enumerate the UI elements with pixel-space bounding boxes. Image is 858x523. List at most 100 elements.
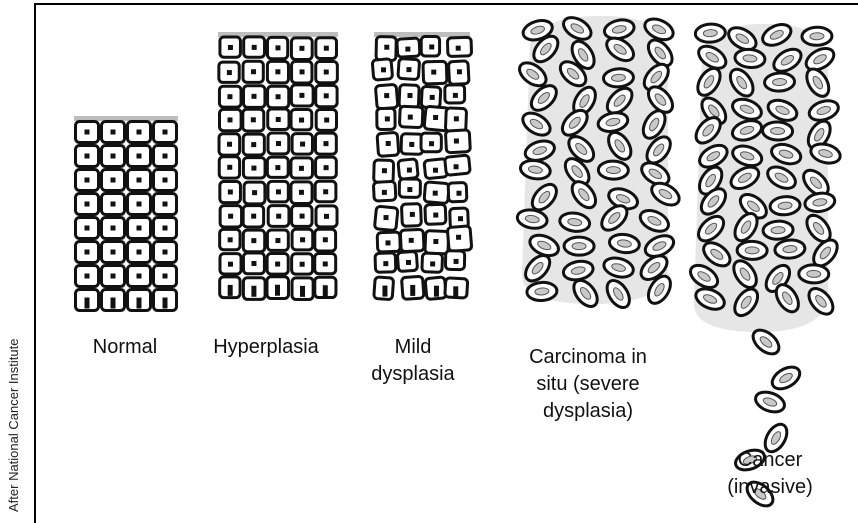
mild-dysplasia-nucleus — [409, 142, 414, 147]
mild-dysplasia-nucleus — [454, 139, 459, 144]
hyperplasia-nucleus — [275, 262, 280, 267]
hyperplasia-nucleus — [227, 70, 232, 75]
hyperplasia-nucleus — [300, 214, 305, 219]
hyperplasia-nucleus — [228, 214, 233, 219]
mild-dysplasia-nucleus — [406, 260, 411, 265]
mild-dysplasia-nucleus — [382, 286, 387, 297]
normal-nucleus — [85, 298, 90, 309]
hyperplasia-nucleus — [324, 69, 329, 74]
hyperplasia-nucleus — [323, 141, 328, 146]
hyperplasia-nucleus — [324, 118, 329, 123]
hyperplasia-nucleus — [228, 189, 233, 194]
stage-label-hyperplasia: Hyperplasia — [196, 334, 336, 361]
mild-dysplasia-nucleus — [433, 115, 438, 120]
hyperplasia-nucleus — [300, 69, 305, 74]
mild-dysplasia-nucleus — [433, 191, 438, 196]
hyperplasia-nucleus — [251, 94, 256, 99]
mild-dysplasia-nucleus — [383, 261, 388, 266]
cancer-nucleus — [810, 33, 824, 40]
cancer-nucleus — [703, 29, 717, 37]
hyperplasia-nucleus — [275, 45, 280, 50]
mild-dysplasia-nucleus — [434, 286, 439, 297]
mild-dysplasia-nucleus — [453, 286, 458, 297]
hyperplasia-nucleus — [324, 165, 329, 170]
normal-nucleus — [111, 226, 116, 231]
hyperplasia-nucleus — [251, 261, 256, 266]
cancer-nucleus — [771, 226, 785, 234]
mild-dysplasia-nucleus — [433, 213, 438, 218]
hyperplasia-nucleus — [228, 237, 233, 242]
hyperplasia-nucleus — [251, 117, 256, 122]
hyperplasia-nucleus — [299, 93, 304, 98]
mild-dysplasia-nucleus — [384, 93, 389, 98]
normal-nucleus — [111, 298, 116, 309]
mild-dysplasia-nucleus — [453, 93, 458, 98]
hyperplasia-nucleus — [299, 166, 304, 171]
normal-nucleus — [111, 202, 116, 207]
mild-dysplasia-nucleus — [408, 115, 413, 120]
hyperplasia-nucleus — [276, 189, 281, 194]
normal-nucleus — [137, 250, 142, 255]
normal-nucleus — [137, 226, 142, 231]
mild-dysplasia-nucleus — [405, 47, 410, 52]
normal-nucleus — [85, 274, 90, 279]
hyperplasia-nucleus — [276, 117, 281, 122]
normal-nucleus — [137, 130, 142, 135]
mild-dysplasia-nucleus — [384, 215, 389, 220]
mild-dysplasia-nucleus — [456, 191, 461, 196]
hyperplasia-nucleus — [276, 94, 281, 99]
mild-dysplasia-nucleus — [429, 141, 434, 146]
hyperplasia-nucleus — [276, 141, 281, 146]
normal-nucleus — [163, 154, 168, 159]
carcinoma-nucleus — [535, 288, 549, 296]
mild-dysplasia-nucleus — [410, 212, 415, 217]
hyperplasia-nucleus — [251, 238, 256, 243]
hyperplasia-nucleus — [252, 45, 257, 50]
hyperplasia-nucleus — [251, 69, 256, 74]
mild-dysplasia-nucleus — [407, 168, 412, 173]
invasive-cancer-tissue-column — [687, 20, 843, 510]
normal-nucleus — [137, 178, 142, 183]
normal-nucleus — [163, 130, 168, 135]
mild-dysplasia-nucleus — [429, 44, 434, 49]
normal-tissue-column — [74, 116, 178, 311]
normal-nucleus — [111, 154, 116, 159]
mild-dysplasia-nucleus — [381, 67, 386, 72]
stage-label-normal: Normal — [70, 334, 180, 361]
mild-dysplasia-nucleus — [385, 240, 390, 245]
hyperplasia-nucleus — [228, 285, 233, 296]
mild-dysplasia-nucleus — [433, 239, 438, 244]
mild-dysplasia-tissue-column — [372, 32, 472, 300]
hyperplasia-nucleus — [324, 214, 329, 219]
mild-dysplasia-nucleus — [384, 45, 389, 50]
mild-dysplasia-nucleus — [433, 168, 438, 173]
normal-nucleus — [85, 130, 90, 135]
cancer-nucleus — [772, 78, 786, 86]
mild-dysplasia-nucleus — [457, 69, 462, 74]
normal-nucleus — [85, 154, 90, 159]
mild-dysplasia-nucleus — [454, 116, 459, 121]
normal-nucleus — [163, 178, 168, 183]
hyperplasia-nucleus — [227, 142, 232, 147]
hyperplasia-tissue-column — [218, 32, 338, 299]
normal-nucleus — [85, 250, 90, 255]
carcinoma-nucleus — [606, 166, 620, 173]
stage-label-cancer-invasive: Cancer (invasive) — [700, 447, 840, 501]
hyperplasia-nucleus — [299, 190, 304, 195]
normal-nucleus — [163, 298, 168, 309]
hyperplasia-nucleus — [323, 237, 328, 242]
normal-nucleus — [111, 178, 116, 183]
hyperplasia-nucleus — [227, 165, 232, 170]
hyperplasia-nucleus — [300, 142, 305, 147]
hyperplasia-nucleus — [276, 214, 281, 219]
normal-nucleus — [137, 202, 142, 207]
mild-dysplasia-nucleus — [407, 93, 412, 98]
carcinoma-nucleus — [572, 243, 586, 250]
hyperplasia-nucleus — [252, 190, 257, 195]
hyperplasia-nucleus — [228, 262, 233, 267]
mild-dysplasia-nucleus — [456, 235, 461, 240]
hyperplasia-nucleus — [275, 238, 280, 243]
hyperplasia-nucleus — [227, 94, 232, 99]
normal-nucleus — [85, 178, 90, 183]
cancer-nucleus — [770, 127, 784, 134]
